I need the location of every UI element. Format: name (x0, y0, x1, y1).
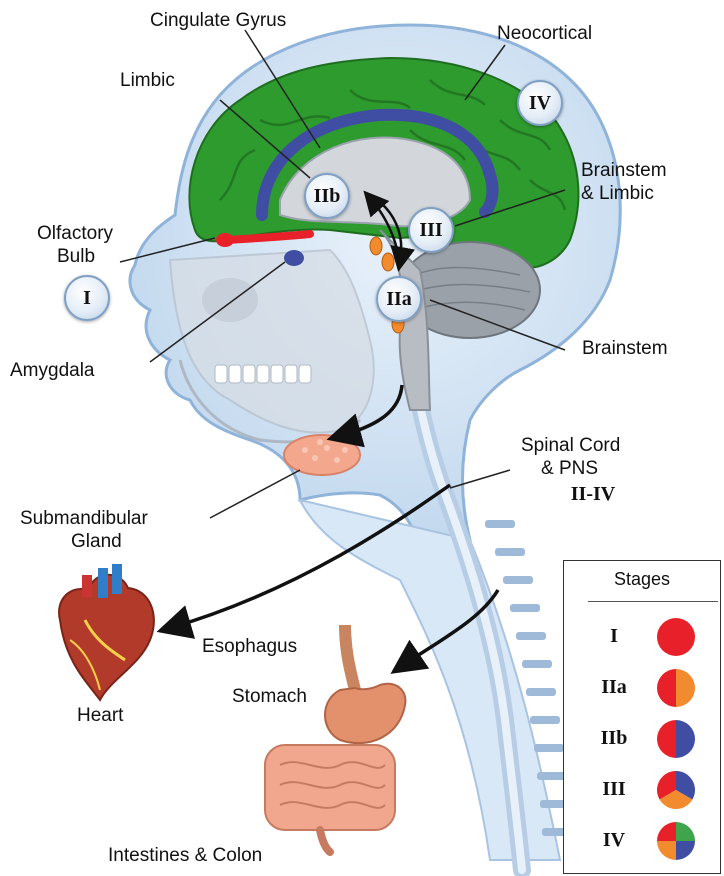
legend-dot-iii (656, 770, 696, 810)
spinal-cord-label-line1: Spinal Cord (521, 435, 620, 457)
legend-label: IV (584, 829, 644, 852)
submandibular-label-line1: Submandibular (20, 508, 148, 530)
legend-slice (657, 618, 695, 656)
cingulate-gyrus-label: Cingulate Gyrus (150, 10, 286, 32)
legend-slice (676, 822, 695, 841)
legend-row-iia: IIa (564, 668, 720, 708)
legend-label: III (584, 778, 644, 801)
legend-dot-iv (656, 821, 696, 861)
submandibular-label-line2: Gland (71, 531, 122, 553)
stomach-label: Stomach (232, 686, 307, 708)
spinal-cord-label-line2: & PNS (541, 458, 598, 480)
legend-title: Stages (564, 569, 720, 590)
legend-divider (588, 601, 718, 602)
amygdala-shape (284, 250, 304, 266)
heart-illustration (59, 564, 154, 700)
legend-row-iib: IIb (564, 719, 720, 759)
legend-label: I (584, 625, 644, 648)
stomach-illustration (325, 625, 405, 743)
legend-row-iv: IV (564, 821, 720, 861)
stages-legend: Stages I IIa IIb III IV (563, 560, 721, 874)
legend-slice (657, 841, 676, 860)
stage-badge-iii: III (408, 207, 454, 253)
esophagus-label: Esophagus (202, 636, 297, 658)
legend-label: IIa (584, 676, 644, 699)
legend-slice (657, 822, 676, 841)
legend-dot-iib (656, 719, 696, 759)
heart-label: Heart (77, 705, 123, 727)
legend-dot-i (656, 617, 696, 657)
stage-badge-iia: IIa (376, 276, 422, 322)
spinal-cord-stage: II-IV (553, 483, 633, 506)
legend-row-iii: III (564, 770, 720, 810)
eye-socket (202, 278, 258, 322)
intestines-illustration (265, 745, 395, 852)
legend-slice (676, 841, 695, 860)
stage-badge-iv: IV (517, 80, 563, 126)
legend-slice (676, 720, 695, 758)
brainstem-limbic-label-line2: & Limbic (581, 183, 654, 205)
brainstem-limbic-label-line1: Brainstem (581, 160, 667, 182)
legend-slice (676, 669, 695, 707)
legend-row-i: I (564, 617, 720, 657)
brainstem-label: Brainstem (582, 338, 668, 360)
stage-badge-i: I (64, 275, 110, 321)
intestines-colon-label: Intestines & Colon (108, 845, 262, 867)
olfactory-bulb-label-line2: Bulb (57, 246, 95, 268)
neocortical-label: Neocortical (497, 23, 592, 45)
legend-slice (657, 669, 676, 707)
legend-slice (657, 720, 676, 758)
legend-dot-iia (656, 668, 696, 708)
amygdala-label: Amygdala (10, 360, 95, 382)
legend-label: IIb (584, 727, 644, 750)
olfactory-bulb-label-line1: Olfactory (37, 223, 113, 245)
stage-badge-iib: IIb (304, 173, 350, 219)
teeth (215, 365, 311, 383)
limbic-label: Limbic (120, 70, 175, 92)
